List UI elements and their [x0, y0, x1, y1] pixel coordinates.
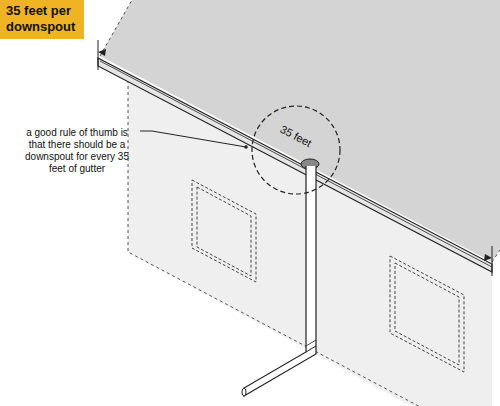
leader-dot [244, 145, 248, 149]
leader-line [140, 131, 246, 147]
arrowhead [98, 49, 106, 56]
dimension-tick [492, 246, 493, 276]
roof-edge [100, 0, 132, 56]
gutter [98, 58, 492, 272]
arrowhead [484, 254, 492, 261]
window [192, 180, 256, 282]
downspout-elbow [306, 346, 316, 352]
gutter-lip [100, 61, 492, 267]
window [395, 263, 459, 365]
downspout-elbow [306, 340, 316, 346]
window [390, 256, 464, 372]
downspout [244, 166, 316, 396]
dimension-tick [98, 40, 99, 70]
callout-note: a good rule of thumb is that there shoul… [18, 127, 136, 175]
downspout-end [242, 388, 246, 396]
roof-edge [492, 250, 500, 262]
roof [100, 0, 500, 262]
title-badge: 35 feet per downspout [0, 0, 84, 39]
window [197, 187, 251, 276]
focus-circle [252, 106, 340, 194]
